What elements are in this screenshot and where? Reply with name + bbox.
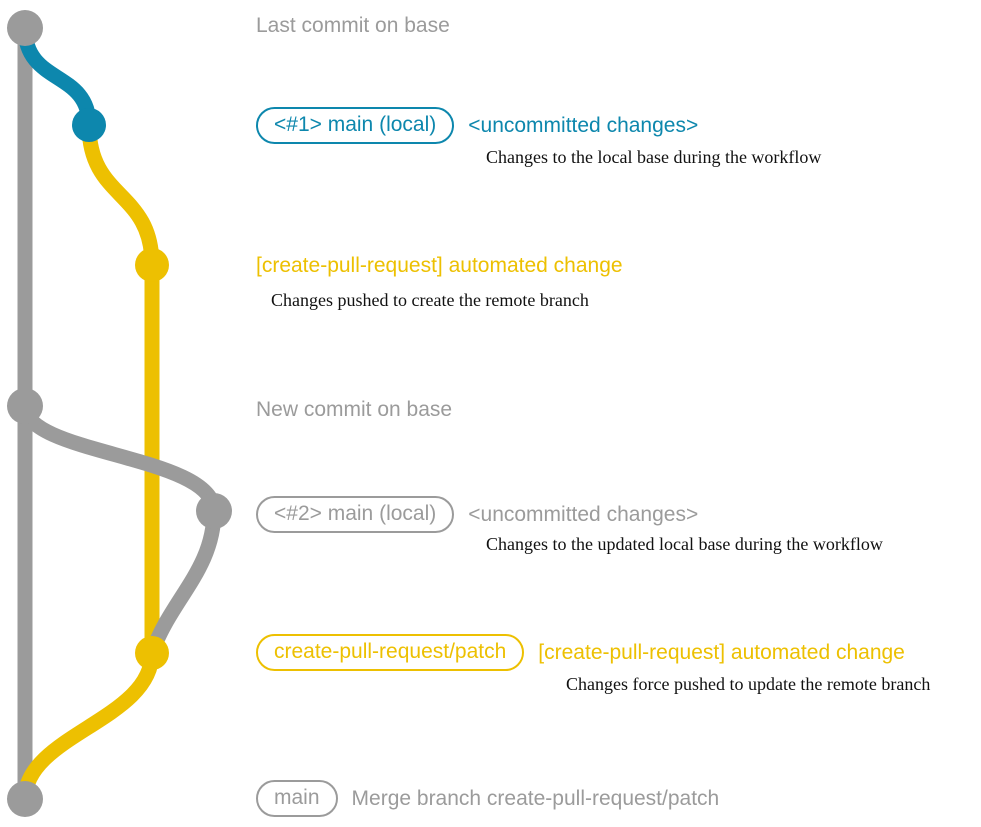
branch-pill-main[interactable]: main — [256, 780, 338, 817]
node-base-new — [7, 388, 43, 424]
commit-node-layer — [7, 10, 232, 817]
subnote-automated-change-create: Changes pushed to create the remote bran… — [271, 290, 589, 310]
subnote-local-main-2: Changes to the updated local base during… — [486, 534, 883, 554]
row-local-main-1: <#1> main (local) <uncommitted changes> — [256, 107, 698, 144]
commit-message-automated-change-update: [create-pull-request] automated change — [538, 641, 905, 664]
branch-pill-local-main-1[interactable]: <#1> main (local) — [256, 107, 455, 144]
headline-new-commit-on-base: New commit on base — [256, 398, 453, 421]
row-automated-change-update: create-pull-request/patch [create-pull-r… — [256, 634, 905, 671]
node-merge — [7, 781, 43, 817]
subnote-automated-change-update: Changes force pushed to update the remot… — [566, 674, 931, 694]
node-local-1 — [72, 108, 106, 142]
node-local-2 — [196, 493, 232, 529]
node-base-head — [7, 10, 43, 46]
commit-message-merge: Merge branch create-pull-request/patch — [351, 787, 720, 810]
branch-pill-create-pull-request-patch[interactable]: create-pull-request/patch — [256, 634, 525, 671]
branch-pill-local-main-2[interactable]: <#2> main (local) — [256, 496, 455, 533]
commit-message-local-main-2: <uncommitted changes> — [468, 503, 699, 526]
commit-message-local-main-1: <uncommitted changes> — [468, 114, 699, 137]
row-local-main-2: <#2> main (local) <uncommitted changes> — [256, 496, 698, 533]
row-merge-commit: main Merge branch create-pull-request/pa… — [256, 780, 719, 817]
node-patch-1 — [135, 248, 169, 282]
headline-automated-change-create: [create-pull-request] automated change — [256, 254, 623, 277]
patch-merge-line — [17, 645, 160, 807]
node-patch-2 — [135, 636, 169, 670]
headline-last-commit-on-base: Last commit on base — [256, 14, 450, 37]
subnote-local-main-1: Changes to the local base during the wor… — [486, 147, 822, 167]
